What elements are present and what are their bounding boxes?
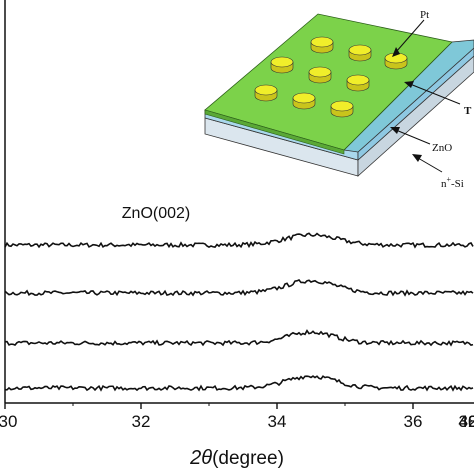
pt-pad-top xyxy=(330,100,354,112)
xrd-series-line xyxy=(4,375,474,392)
x-tick-label: 4 xyxy=(459,412,468,431)
pt-pad-top xyxy=(292,92,316,104)
x-tick-label: 36 xyxy=(404,412,423,431)
xrd-series-line xyxy=(4,232,474,249)
zno-arrowhead xyxy=(390,127,400,134)
pt-arrowhead xyxy=(392,47,400,57)
pt-pad-top xyxy=(270,56,294,68)
x-axis-symbol: 2θ xyxy=(189,447,212,469)
peak-annotation: ZnO(002) xyxy=(122,205,190,222)
label-nsi-tail: -Si xyxy=(451,178,464,190)
plot-frame xyxy=(4,0,474,404)
pt-pad-top xyxy=(308,66,332,78)
pt-leader xyxy=(395,19,425,53)
x-tick-label: 30 xyxy=(0,412,17,431)
x-ticks xyxy=(4,403,414,409)
label-pt: Pt xyxy=(420,9,429,21)
x-tick-label: 32 xyxy=(132,412,151,431)
x-axis-unit: (degree) xyxy=(212,448,284,469)
label-nsi: n+-Si xyxy=(441,175,464,190)
zno-leader xyxy=(395,129,431,145)
xrd-series-line xyxy=(4,279,474,297)
xrd-series-line xyxy=(4,329,474,347)
x-tick-label: 40 xyxy=(459,412,474,431)
pt-pad-top xyxy=(254,84,278,96)
si-leader xyxy=(417,157,443,173)
series-group xyxy=(4,232,474,392)
pt-pads xyxy=(254,36,408,118)
top-film-edge xyxy=(204,109,345,155)
pt-pad-top xyxy=(346,74,370,86)
pt-pad-top xyxy=(310,36,334,48)
x-axis-title: 2θ(degree) xyxy=(189,447,284,469)
device-inset: Pt T ZnO n+-Si xyxy=(204,9,474,190)
label-nsi-base: n xyxy=(441,178,447,190)
label-nsi-sup: + xyxy=(447,175,452,184)
t-arrowhead xyxy=(404,81,414,88)
label-t: T xyxy=(464,105,472,117)
x-tick-label: 38 xyxy=(459,412,474,431)
si-arrowhead xyxy=(412,154,422,162)
x-tick-label: 34 xyxy=(268,412,287,431)
t-leader xyxy=(409,83,461,105)
pt-pad-top xyxy=(348,44,372,56)
x-tick-label: 42 xyxy=(459,412,474,431)
label-zno: ZnO xyxy=(432,142,452,154)
